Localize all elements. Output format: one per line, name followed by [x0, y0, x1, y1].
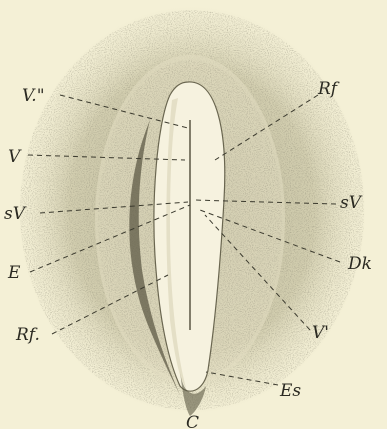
label-sv-left: sV — [4, 204, 27, 224]
label-rf-top: Rf — [317, 79, 340, 99]
label-rf-bottom: Rf. — [15, 325, 40, 345]
label-e-left: E — [7, 263, 21, 283]
label-c-bottom: C — [186, 413, 199, 429]
label-dk: Dk — [347, 254, 372, 274]
label-v-left: V — [8, 147, 22, 167]
label-v-prime: V' — [312, 323, 329, 343]
label-v-double-prime: V." — [22, 86, 45, 106]
label-es: Es — [279, 381, 301, 401]
label-sv-right: sV — [340, 193, 363, 213]
